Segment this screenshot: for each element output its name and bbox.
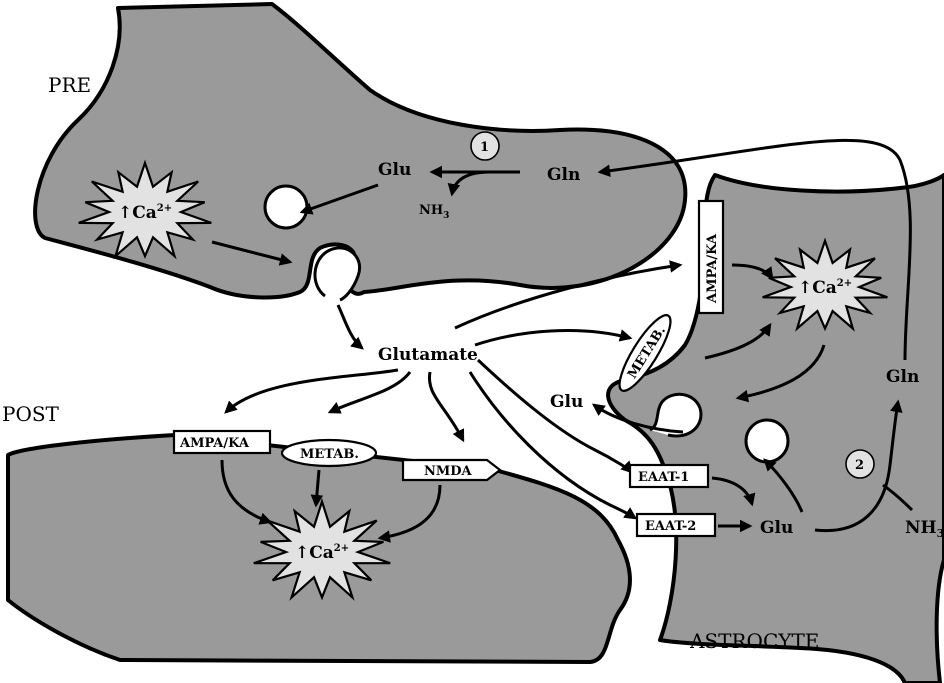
astrocyte-label: ASTROCYTE <box>689 629 819 653</box>
glutamate-label: Glutamate <box>378 345 478 365</box>
post-nmda-label: NMDA <box>424 464 473 479</box>
eaat1-label: EAAT-1 <box>638 470 689 485</box>
post-ampa-label: AMPA/KA <box>179 436 250 451</box>
glu-released-label: Glu <box>550 392 583 412</box>
pre-vesicle <box>265 186 307 228</box>
glutamate-to-post-ampa <box>226 370 398 412</box>
glu-astro-label: Glu <box>760 518 793 538</box>
release-arrow <box>338 305 362 348</box>
glutamate-to-post-nmda <box>429 372 463 440</box>
presynaptic-terminal <box>35 4 685 297</box>
astro-vesicle <box>746 420 788 462</box>
post-label: POST <box>2 402 60 426</box>
glutamate-to-astro-metab <box>475 331 630 345</box>
step-1-number: 1 <box>480 140 489 155</box>
step-2-number: 2 <box>855 458 864 473</box>
astro-ampa-label: AMPA/KA <box>705 233 720 304</box>
gln-astro-label: Gln <box>886 367 919 387</box>
gln-pre-label: Gln <box>547 165 580 185</box>
glu-pre-label: Glu <box>378 160 411 180</box>
post-metab-label: METAB. <box>300 447 359 462</box>
pre-label: PRE <box>48 73 91 97</box>
eaat2-label: EAAT-2 <box>645 519 696 534</box>
